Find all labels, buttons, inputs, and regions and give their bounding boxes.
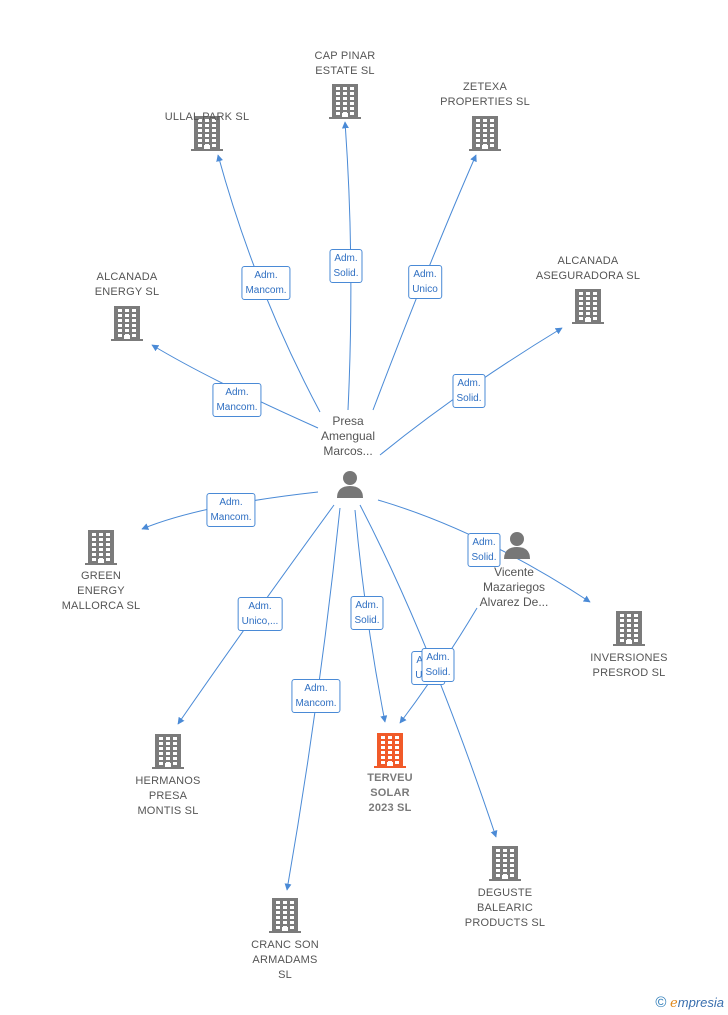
copyright-symbol: © (655, 994, 667, 1011)
edge-label-p1-cap[interactable]: Adm. Solid. (329, 249, 363, 283)
building-icon-cap[interactable] (329, 84, 361, 119)
building-icon-alc_energy[interactable] (111, 306, 143, 341)
company-label-inversiones[interactable]: INVERSIONES PRESROD SL (590, 652, 668, 679)
edge-label-p1-alc_energy[interactable]: Adm. Mancom. (212, 383, 262, 417)
company-label-ullal[interactable]: ULLAL PARK SL (164, 111, 250, 123)
person-label-p2[interactable]: Vicente Mazariegos Alvarez De... (479, 565, 549, 609)
company-label-hermanos[interactable]: HERMANOS PRESA MONTIS SL (135, 775, 201, 817)
edge-label-p1-inversiones[interactable]: Adm. Solid. (467, 533, 501, 567)
edge-label-p1-hermanos[interactable]: Adm. Unico,... (237, 597, 283, 631)
edge-label-p1-zetexa[interactable]: Adm. Unico (408, 265, 442, 299)
person-label-p1[interactable]: Presa Amengual Marcos... (320, 414, 376, 458)
company-label-green[interactable]: GREEN ENERGY MALLORCA SL (61, 570, 141, 612)
copyright-brand[interactable]: © empresia (655, 994, 724, 1011)
edge-label-p1-cranc[interactable]: Adm. Mancom. (291, 679, 341, 713)
building-icon-hermanos[interactable] (152, 734, 184, 769)
company-label-alc_aseg[interactable]: ALCANADA ASEGURADORA SL (535, 255, 641, 282)
company-label-alc_energy[interactable]: ALCANADA ENERGY SL (94, 271, 160, 298)
person-icon-p1[interactable] (337, 471, 363, 498)
building-icon-inversiones[interactable] (613, 611, 645, 646)
building-icon-alc_aseg[interactable] (572, 289, 604, 324)
edge-label-p1-ullal[interactable]: Adm. Mancom. (241, 266, 291, 300)
brand-name: mpresia (677, 995, 724, 1010)
building-icon-deguste[interactable] (489, 846, 521, 881)
building-icon-cranc[interactable] (269, 898, 301, 933)
building-icon-terveu[interactable] (374, 733, 406, 768)
company-label-cranc[interactable]: CRANC SON ARMADAMS SL (251, 939, 319, 981)
company-label-zetexa[interactable]: ZETEXA PROPERTIES SL (440, 81, 530, 108)
edge-label-p2-terveu[interactable]: Adm. Solid. (421, 648, 455, 682)
person-icon-p2[interactable] (504, 532, 530, 559)
building-icon-green[interactable] (85, 530, 117, 565)
edge-label-p1-terveu[interactable]: Adm. Solid. (350, 596, 384, 630)
company-label-cap[interactable]: CAP PINAR ESTATE SL (314, 50, 376, 77)
brand-initial: e (670, 996, 678, 1011)
company-label-terveu[interactable]: TERVEU SOLAR 2023 SL (367, 772, 413, 814)
edge-label-p1-alc_aseg[interactable]: Adm. Solid. (452, 374, 486, 408)
building-icon-ullal[interactable] (191, 116, 223, 151)
building-icon-zetexa[interactable] (469, 116, 501, 151)
company-label-deguste[interactable]: DEGUSTE BALEARIC PRODUCTS SL (464, 887, 546, 929)
edge-label-p1-green[interactable]: Adm. Mancom. (206, 493, 256, 527)
